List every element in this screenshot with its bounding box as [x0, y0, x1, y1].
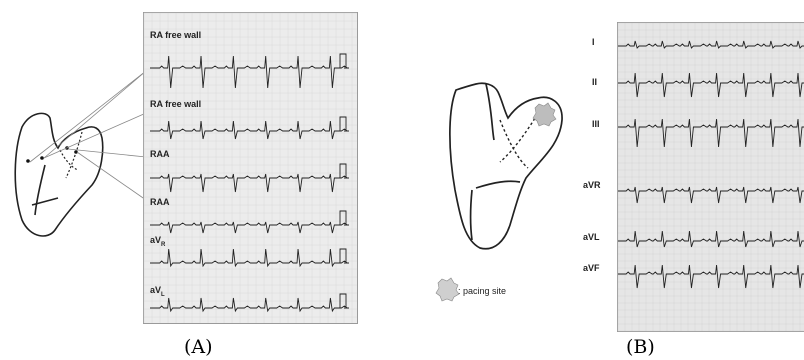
ecg-trace-a-0 — [150, 54, 349, 88]
ecg-trace-a-5 — [150, 294, 349, 311]
ecg-traces-b — [618, 23, 804, 331]
panel-caption-a: (A) — [184, 336, 213, 358]
ecg-trace-a-3 — [150, 211, 349, 233]
lead-label-avr: aVR — [583, 180, 601, 190]
ecg-trace-a-1 — [150, 117, 349, 139]
panel-b: : pacing site I II III aVR aVL aVF (B) — [400, 0, 804, 360]
lead-label-avl: aVL — [583, 232, 600, 242]
pacing-site-marker — [533, 103, 556, 126]
lead-label-ii: II — [592, 77, 597, 87]
pacing-site-legend-icon — [436, 278, 459, 301]
lead-label-ra-free-wall-2: RA free wall — [150, 99, 201, 109]
panel-caption-b: (B) — [626, 336, 655, 358]
lead-label-avl-a: aVL — [150, 285, 165, 298]
lead-label-avr-a: aVR — [150, 235, 165, 248]
lead-label-raa-2: RAA — [150, 197, 170, 207]
electrode-dot — [26, 159, 30, 163]
lead-label-avf: aVF — [583, 263, 600, 273]
ecg-strip-a — [143, 12, 358, 324]
ecg-trace-a-2 — [150, 164, 349, 192]
ecg-strip-b — [617, 22, 804, 332]
lead-label-ra-free-wall-1: RA free wall — [150, 30, 201, 40]
electrode-dot — [40, 156, 44, 160]
lead-label-raa-1: RAA — [150, 149, 170, 159]
pacing-site-legend-label: : pacing site — [458, 286, 506, 296]
lead-label-iii: III — [592, 119, 600, 129]
lead-label-i: I — [592, 37, 595, 47]
panel-a: RA free wall RA free wall RAA RAA aVR aV… — [0, 0, 400, 360]
ecg-traces-a — [144, 13, 357, 323]
ecg-trace-a-4 — [150, 249, 349, 266]
